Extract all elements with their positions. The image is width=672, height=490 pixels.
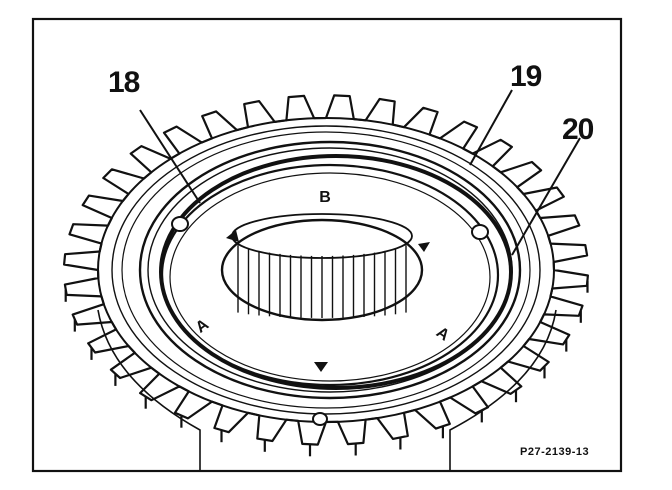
callout-18: 18 — [108, 66, 140, 99]
leader-19 — [469, 89, 513, 166]
synchronizer-ring-outer — [138, 140, 522, 400]
gear-bevel-ring — [121, 131, 531, 409]
callout-20: 20 — [562, 113, 594, 146]
hub-notches — [226, 230, 430, 372]
gear-inner-face — [111, 125, 541, 415]
ring-holes — [171, 216, 489, 426]
callout-19: 19 — [510, 60, 542, 93]
gear-skirt — [97, 309, 557, 470]
bore-splines — [237, 245, 407, 318]
hole-left — [171, 216, 189, 232]
hub-disc-inner — [169, 172, 491, 382]
leader-20 — [511, 137, 581, 256]
hub-disc-outer — [160, 163, 500, 387]
notch-right — [418, 242, 430, 252]
hole-right — [471, 224, 489, 240]
hub-mark-top: B — [319, 189, 331, 206]
figure-frame — [31, 17, 623, 473]
figure-code: P27-2139-13 — [520, 446, 590, 458]
notch-left — [226, 230, 239, 242]
leader-lines — [139, 89, 581, 256]
leader-18 — [139, 109, 201, 204]
notch-bottom — [314, 362, 328, 372]
hole-bottom — [312, 412, 328, 426]
